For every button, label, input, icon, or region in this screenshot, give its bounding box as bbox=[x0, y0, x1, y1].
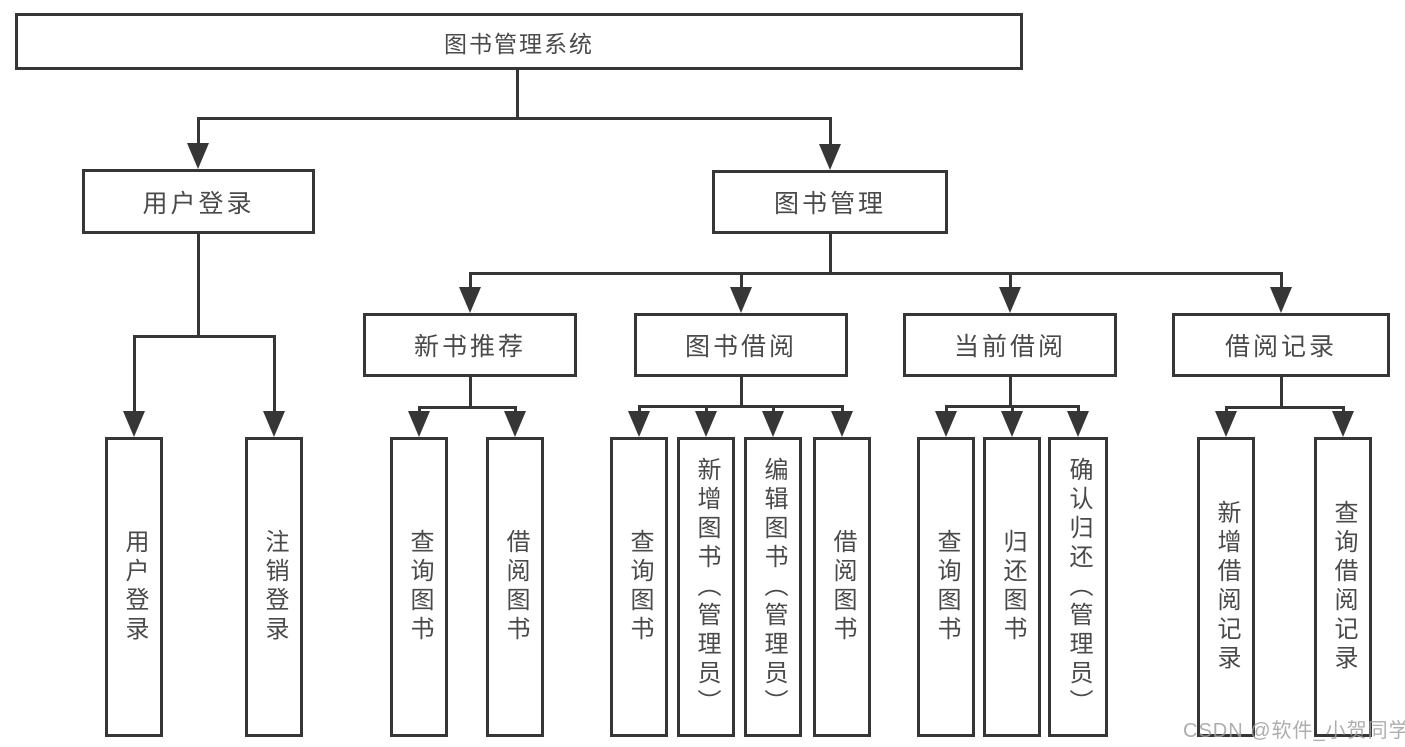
arrow-down-icon bbox=[1067, 411, 1089, 437]
arrow-down-icon bbox=[730, 287, 752, 313]
connector-line bbox=[1280, 272, 1283, 287]
leaf-user-login: 用户登录 bbox=[105, 437, 163, 737]
connector-line bbox=[197, 117, 200, 143]
leaf-borrow-books: 借阅图书 bbox=[813, 437, 871, 737]
leaf-edit-book-admin: 编辑图书（管理员） bbox=[744, 437, 802, 737]
node-label: 编辑图书（管理员） bbox=[760, 456, 787, 718]
arrow-down-icon bbox=[1270, 287, 1292, 313]
leaf-add-book-admin: 新增图书（管理员） bbox=[677, 437, 735, 737]
node-label: 借阅图书 bbox=[829, 529, 856, 645]
leaf-logout: 注销登录 bbox=[245, 437, 303, 737]
arrow-down-icon bbox=[762, 411, 784, 437]
csdn-watermark: CSDN @软件_小贺同学 bbox=[1183, 720, 1405, 742]
connector-line bbox=[516, 70, 519, 117]
node-label: 图书借阅 bbox=[684, 333, 797, 361]
arrow-down-icon bbox=[819, 144, 841, 170]
node-current-borrowing: 当前借阅 bbox=[903, 313, 1117, 377]
leaf-query-books-recommend: 查询图书 bbox=[390, 437, 448, 737]
connector-line bbox=[638, 405, 843, 408]
connector-line bbox=[514, 406, 517, 411]
node-book-borrowing: 图书借阅 bbox=[634, 313, 848, 377]
node-label: 图书管理 bbox=[773, 190, 886, 218]
node-label: 查询图书 bbox=[406, 529, 433, 645]
node-label: 当前借阅 bbox=[953, 333, 1066, 361]
leaf-query-borrow-record: 查询借阅记录 bbox=[1314, 437, 1372, 737]
leaf-query-books-borrowing: 查询图书 bbox=[610, 437, 668, 737]
node-label: 借阅图书 bbox=[502, 529, 529, 645]
connector-line bbox=[418, 406, 516, 409]
connector-line bbox=[1077, 405, 1080, 411]
arrow-down-icon bbox=[695, 411, 717, 437]
node-label: 查询图书 bbox=[933, 529, 960, 645]
node-user-login-branch: 用户登录 bbox=[82, 169, 315, 234]
connector-line bbox=[638, 405, 641, 411]
arrow-down-icon bbox=[459, 287, 481, 313]
arrow-down-icon bbox=[1215, 411, 1237, 437]
arrow-down-icon bbox=[1001, 411, 1023, 437]
connector-line bbox=[133, 335, 136, 411]
arrow-down-icon bbox=[263, 411, 285, 437]
arrow-down-icon bbox=[1332, 411, 1354, 437]
arrow-down-icon bbox=[831, 411, 853, 437]
arrow-down-icon bbox=[123, 411, 145, 437]
connector-line bbox=[1225, 406, 1228, 411]
node-label: 借阅记录 bbox=[1224, 333, 1337, 361]
leaf-query-books-current: 查询图书 bbox=[917, 437, 975, 737]
arrow-down-icon bbox=[999, 287, 1021, 313]
node-label: 用户登录 bbox=[142, 189, 255, 218]
node-label: 新增借阅记录 bbox=[1213, 500, 1240, 674]
connector-line bbox=[705, 405, 708, 411]
node-label: 新增图书（管理员） bbox=[693, 456, 720, 718]
connector-line bbox=[418, 406, 421, 411]
node-label: 用户登录 bbox=[121, 529, 148, 645]
node-label: 归还图书 bbox=[999, 529, 1026, 645]
connector-line bbox=[740, 272, 743, 287]
connector-line bbox=[1342, 406, 1345, 411]
connector-line bbox=[841, 405, 844, 411]
connector-line bbox=[1009, 377, 1012, 405]
node-label: 查询借阅记录 bbox=[1330, 500, 1357, 674]
node-label: 新书推荐 bbox=[413, 333, 526, 361]
leaf-add-borrow-record: 新增借阅记录 bbox=[1197, 437, 1255, 737]
arrow-down-icon bbox=[935, 411, 957, 437]
connector-line bbox=[197, 234, 200, 335]
connector-line bbox=[829, 234, 832, 272]
node-label: 图书管理系统 bbox=[444, 30, 594, 57]
connector-line bbox=[133, 335, 275, 338]
node-root-library-management-system: 图书管理系统 bbox=[15, 13, 1023, 70]
connector-line bbox=[1225, 406, 1344, 409]
node-book-management-branch: 图书管理 bbox=[712, 170, 948, 234]
connector-line bbox=[1011, 405, 1014, 411]
connector-line bbox=[197, 117, 832, 120]
leaf-borrow-books-recommend: 借阅图书 bbox=[486, 437, 544, 737]
node-borrowing-records: 借阅记录 bbox=[1172, 313, 1390, 377]
arrow-down-icon bbox=[504, 411, 526, 437]
connector-line bbox=[1009, 272, 1012, 287]
connector-line bbox=[469, 272, 1283, 275]
connector-line bbox=[945, 405, 948, 411]
arrow-down-icon bbox=[408, 411, 430, 437]
node-label: 确认归还（管理员） bbox=[1065, 456, 1092, 718]
node-label: 注销登录 bbox=[261, 529, 288, 645]
connector-line bbox=[772, 405, 775, 411]
leaf-confirm-return-admin: 确认归还（管理员） bbox=[1048, 437, 1108, 737]
arrow-down-icon bbox=[187, 143, 209, 169]
leaf-return-books: 归还图书 bbox=[983, 437, 1041, 737]
connector-line bbox=[740, 377, 743, 405]
connector-line bbox=[469, 377, 472, 406]
connector-line bbox=[273, 335, 276, 411]
connector-line bbox=[1280, 377, 1283, 406]
arrow-down-icon bbox=[628, 411, 650, 437]
node-new-book-recommend: 新书推荐 bbox=[363, 313, 577, 377]
connector-line bbox=[829, 117, 832, 144]
node-label: 查询图书 bbox=[626, 529, 653, 645]
connector-line bbox=[469, 272, 472, 287]
